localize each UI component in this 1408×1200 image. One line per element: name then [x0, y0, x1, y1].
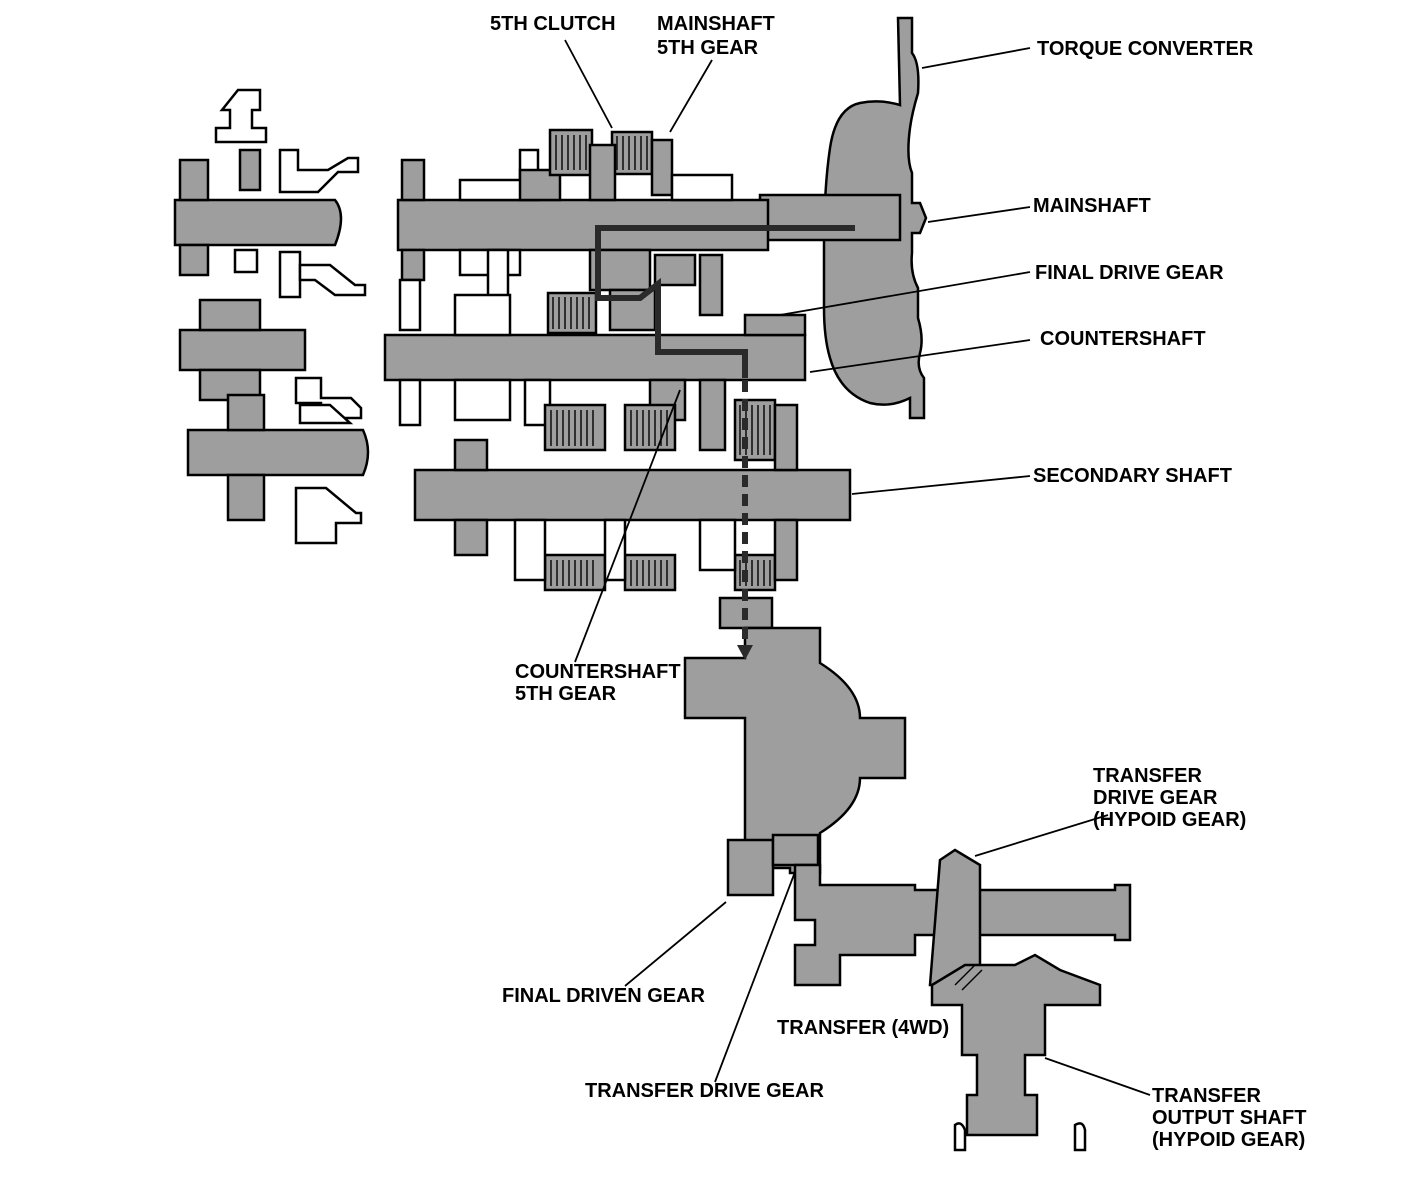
mainshaft: [396, 128, 770, 317]
differential-assembly: [683, 596, 907, 897]
label-transfer-drive-gear-hypoid-line1: TRANSFER: [1093, 765, 1202, 787]
label-torque-converter: TORQUE CONVERTER: [1037, 38, 1254, 60]
power-flow-path: [595, 225, 855, 660]
label-mainshaft-5th-gear-line1: MAINSHAFT: [657, 13, 775, 35]
label-transfer-4wd: TRANSFER (4WD): [777, 1017, 949, 1039]
secondary-shaft: [413, 398, 852, 592]
label-countershaft-5th-gear-line2: 5TH GEAR: [515, 683, 617, 705]
label-countershaft: COUNTERSHAFT: [1040, 328, 1206, 350]
left-shaft-assembly: [173, 88, 370, 545]
diagram-labels: 5TH CLUTCH MAINSHAFT 5TH GEAR TORQUE CON…: [490, 13, 1306, 1151]
label-5th-clutch: 5TH CLUTCH: [490, 13, 616, 35]
label-final-drive-gear: FINAL DRIVE GEAR: [1035, 262, 1224, 284]
label-mainshaft-5th-gear-line2: 5TH GEAR: [657, 37, 759, 59]
label-transfer-output-shaft-line2: OUTPUT SHAFT: [1152, 1107, 1306, 1129]
label-transfer-drive-gear-hypoid-line2: DRIVE GEAR: [1093, 787, 1218, 809]
label-mainshaft: MAINSHAFT: [1033, 195, 1151, 217]
torque-converter: [758, 16, 928, 420]
transfer-assembly: [793, 848, 1132, 1152]
label-transfer-drive-gear: TRANSFER DRIVE GEAR: [585, 1080, 824, 1102]
label-transfer-output-shaft-line1: TRANSFER: [1152, 1085, 1261, 1107]
label-secondary-shaft: SECONDARY SHAFT: [1033, 465, 1232, 487]
label-countershaft-5th-gear-line1: COUNTERSHAFT: [515, 661, 681, 683]
countershaft: [383, 278, 807, 452]
label-transfer-output-shaft-line3: (HYPOID GEAR): [1152, 1129, 1305, 1151]
leader-lines: [564, 39, 1151, 1096]
label-transfer-drive-gear-hypoid-line3: (HYPOID GEAR): [1093, 809, 1246, 831]
label-final-driven-gear: FINAL DRIVEN GEAR: [502, 985, 706, 1007]
